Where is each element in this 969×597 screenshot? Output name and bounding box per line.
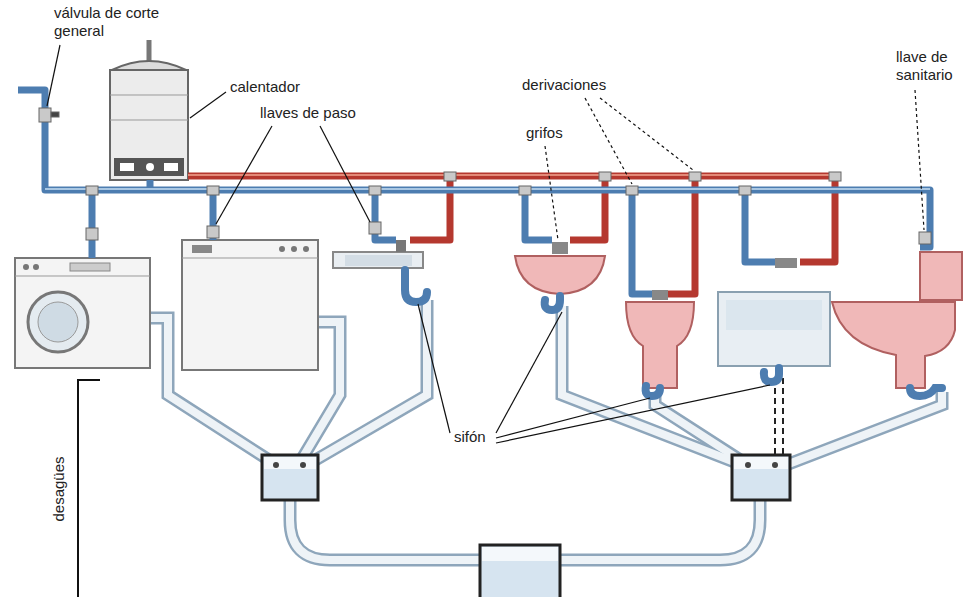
traps (405, 270, 942, 396)
water-heater (110, 38, 188, 180)
bidet (626, 290, 694, 388)
callout-label: sifón (452, 428, 488, 446)
hot-pipes (188, 176, 835, 294)
bracket-line (78, 380, 100, 597)
kitchen-sink (333, 240, 423, 268)
callout-label: llaves de paso (258, 104, 358, 122)
washing-machine (15, 258, 150, 368)
callout-label: derivaciones (520, 76, 608, 94)
cold-pipes (18, 90, 930, 294)
callout-label: llave de sanitario (894, 48, 964, 84)
leader-lines (47, 45, 770, 443)
toilet (832, 252, 962, 388)
dishwasher (182, 240, 318, 370)
callout-label: calentador (228, 78, 302, 96)
callout-label: grifos (524, 124, 565, 142)
callout-label: válvula de corte general (52, 4, 181, 40)
bathtub (718, 258, 830, 366)
drain-boxes (262, 455, 790, 597)
section-label: desagües (50, 454, 68, 523)
fittings (39, 108, 931, 244)
washbasin (515, 242, 605, 294)
